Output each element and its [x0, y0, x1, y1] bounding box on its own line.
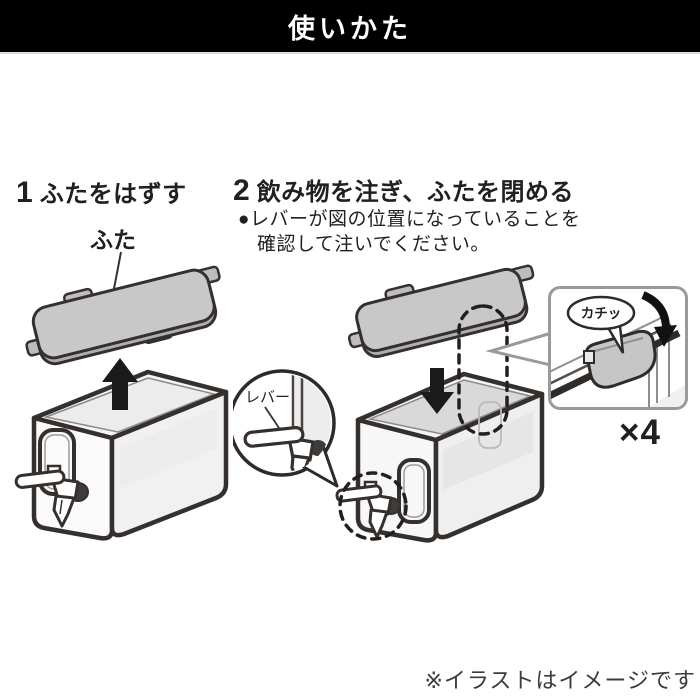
latch-clip: [584, 329, 657, 389]
lever: [14, 469, 66, 489]
dashed-highlight-lid-clip: [457, 304, 509, 436]
spigot: [335, 480, 401, 539]
handle-frame: [397, 458, 431, 524]
lever-magnifier-callout: レバー: [233, 369, 339, 488]
lever-leader-line: [264, 406, 280, 429]
quantity-label: ×4: [619, 413, 661, 452]
latch-callout: カチッ: [548, 286, 688, 410]
lid-label: ふた: [90, 227, 136, 253]
disclaimer-note: ※イラストはイメージです: [424, 668, 696, 693]
step1-number: 1: [16, 176, 33, 209]
arrow-down-icon: [420, 368, 454, 414]
lever: [335, 484, 383, 503]
lid-leader-line: [112, 251, 122, 295]
step2-text: 飲み物を注ぎ、ふたを閉める: [256, 179, 574, 206]
dispenser-tank: [31, 369, 229, 541]
page-title: 使いかた: [288, 13, 412, 44]
step2-illustration: レバー: [233, 264, 555, 543]
note-line-1: ●レバーが図の位置になっていることを: [238, 209, 581, 230]
step1-title: 1 ふたをはずす: [16, 174, 187, 209]
click-bubble: [566, 295, 636, 331]
step2-title: 2 飲み物を注ぎ、ふたを閉める: [233, 172, 574, 207]
step2-note: ●レバーが図の位置になっていることを 確認して注いでください。: [238, 207, 581, 257]
note-line-2: 確認して注いでください。: [257, 234, 490, 255]
step2-number: 2: [233, 174, 250, 207]
header-bar: 使いかた: [0, 0, 700, 54]
dashed-highlight-spigot: [338, 471, 408, 541]
lever: [243, 425, 305, 448]
lever-label: レバー: [245, 389, 290, 406]
spout: [368, 508, 389, 539]
dispenser-lid: [347, 264, 535, 358]
step1-text: ふたをはずす: [39, 181, 187, 208]
spout: [52, 494, 76, 528]
arrow-up-icon: [102, 358, 138, 410]
latch-callout-art: カチッ: [551, 291, 685, 407]
click-label: カチッ: [581, 306, 622, 321]
step1-illustration: [14, 251, 229, 541]
spigot: [14, 464, 89, 528]
dispenser-lid: [25, 265, 221, 366]
callout-connector: [485, 330, 555, 368]
